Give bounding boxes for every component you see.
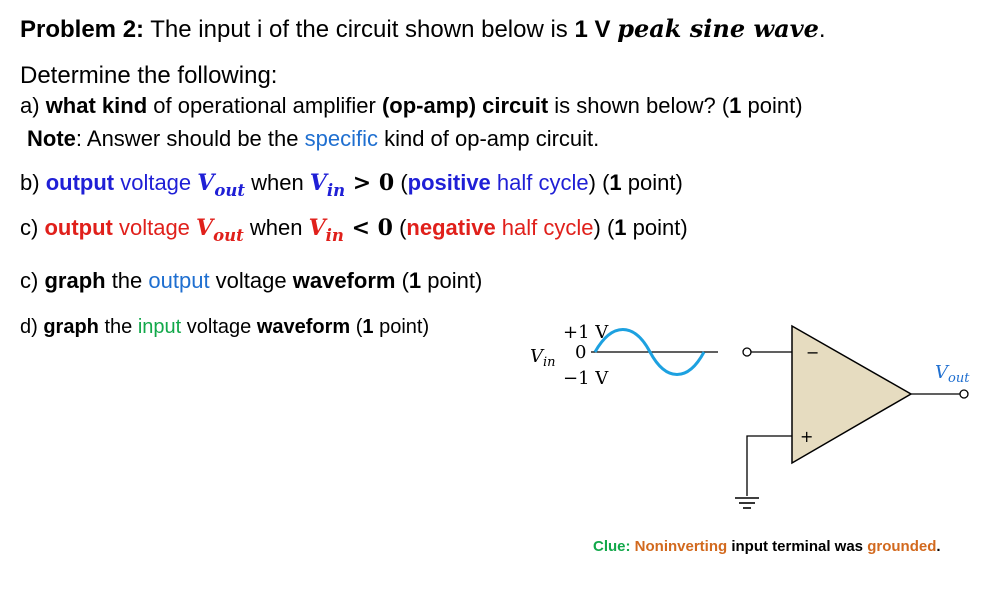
qb-when: when bbox=[244, 170, 310, 195]
qc2-waveform: waveform bbox=[292, 268, 396, 293]
qc2-the: the bbox=[105, 268, 149, 293]
qb-half: half cycle bbox=[490, 170, 589, 195]
problem-wave: peak sine wave bbox=[617, 14, 819, 43]
qa-prefix: a) bbox=[20, 93, 46, 118]
qd-waveform: waveform bbox=[256, 316, 351, 338]
qa-rest: is shown below? ( bbox=[548, 93, 730, 118]
qb-end: point) bbox=[621, 170, 683, 195]
qb-prefix: b) bbox=[20, 170, 46, 195]
qa-circuit: (op-amp) circuit bbox=[381, 93, 549, 118]
note-post: kind of op-amp circuit. bbox=[377, 126, 600, 151]
qd-voltage: voltage bbox=[181, 316, 257, 338]
qd-end: point) bbox=[373, 316, 430, 338]
opamp-triangle bbox=[791, 324, 913, 465]
intro-line: Determine the following: bbox=[20, 62, 278, 89]
qb-output: output bbox=[45, 170, 115, 195]
qc1-negative: negative bbox=[406, 215, 496, 240]
qd-graph: graph bbox=[43, 316, 99, 338]
qc1-cond: < 0 bbox=[343, 215, 393, 241]
qb-open: ( bbox=[394, 170, 408, 195]
output-terminal bbox=[959, 389, 969, 399]
qc2-prefix: c) bbox=[20, 268, 45, 293]
vin-label: Vin bbox=[530, 346, 556, 370]
qc2-graph: graph bbox=[44, 268, 106, 293]
zero-label: 0 bbox=[575, 342, 586, 363]
qc1-half: half cycle bbox=[495, 215, 594, 240]
question-c1: c) output voltage Vout when Vin < 0 (neg… bbox=[20, 215, 688, 245]
qc2-output: output bbox=[148, 268, 210, 293]
question-d: d) graph the input voltage waveform (1 p… bbox=[20, 316, 429, 339]
qd-the: the bbox=[98, 316, 138, 338]
clue-mid: input terminal was bbox=[727, 538, 868, 555]
inverting-sign: − bbox=[806, 343, 819, 362]
qb-positive: positive bbox=[407, 170, 491, 195]
qc2-open: ( bbox=[395, 268, 409, 293]
qd-input: input bbox=[137, 316, 182, 338]
problem-line: Problem 2: The input i of the circuit sh… bbox=[20, 14, 826, 44]
qb-voltage: voltage bbox=[114, 170, 198, 195]
qa-kind: what kind bbox=[45, 93, 148, 118]
noninverting-input-wire bbox=[746, 435, 792, 496]
minus-one-volt-label: −1 V bbox=[563, 368, 609, 389]
qb-vin: Vin bbox=[309, 170, 346, 200]
qc1-voltage: voltage bbox=[112, 215, 197, 240]
noninverting-sign: + bbox=[800, 427, 813, 446]
qc2-voltage: voltage bbox=[209, 268, 293, 293]
sine-wave-icon bbox=[593, 328, 706, 376]
qc1-prefix: c) bbox=[20, 215, 45, 240]
ground-icon bbox=[735, 497, 759, 509]
qc2-points: 1 bbox=[408, 268, 422, 293]
clue-end: . bbox=[936, 538, 941, 555]
vout-label: Vout bbox=[935, 362, 970, 386]
problem-amplitude: 1 V bbox=[574, 16, 611, 43]
qa-points: 1 bbox=[729, 93, 742, 118]
clue-line: Clue: Noninverting input terminal was gr… bbox=[593, 538, 941, 555]
qa-end: point) bbox=[741, 93, 803, 118]
problem-period: . bbox=[818, 16, 826, 43]
qc1-output: output bbox=[44, 215, 113, 240]
problem-label: Problem 2: bbox=[20, 16, 145, 43]
plus-one-volt-label: +1 V bbox=[563, 322, 609, 343]
question-a: a) what kind of operational amplifier (o… bbox=[20, 93, 803, 119]
question-b: b) output voltage Vout when Vin > 0 (pos… bbox=[20, 170, 683, 200]
problem-text: The input i of the circuit shown below i… bbox=[150, 16, 575, 43]
qc2-end: point) bbox=[421, 268, 483, 293]
note-label: Note bbox=[27, 126, 76, 151]
note-specific: specific bbox=[304, 126, 378, 151]
clue-label: Clue: bbox=[593, 538, 635, 555]
qd-points: 1 bbox=[362, 316, 374, 338]
note-pre: : Answer should be the bbox=[75, 126, 305, 151]
note-line: Note: Answer should be the specific kind… bbox=[27, 126, 599, 152]
qc1-open: ( bbox=[392, 215, 407, 240]
qc1-when: when bbox=[243, 215, 309, 240]
question-c2: c) graph the output voltage waveform (1 … bbox=[20, 268, 482, 294]
qa-mid: of operational amplifier bbox=[147, 93, 382, 118]
qc1-close: ) ( bbox=[593, 215, 615, 240]
qb-cond: > 0 bbox=[345, 170, 395, 196]
qc1-end: point) bbox=[626, 215, 688, 240]
qc1-points: 1 bbox=[614, 215, 627, 240]
qb-points: 1 bbox=[609, 170, 622, 195]
qd-open: ( bbox=[350, 316, 363, 338]
qd-prefix: d) bbox=[20, 316, 44, 338]
input-terminal bbox=[742, 347, 752, 357]
qc1-vout: Vout bbox=[196, 215, 244, 245]
qc1-vin: Vin bbox=[308, 215, 344, 245]
clue-grounded: grounded bbox=[867, 538, 937, 555]
qb-close: ) ( bbox=[588, 170, 610, 195]
clue-noninverting: Noninverting bbox=[634, 538, 728, 555]
qb-vout: Vout bbox=[197, 170, 245, 200]
